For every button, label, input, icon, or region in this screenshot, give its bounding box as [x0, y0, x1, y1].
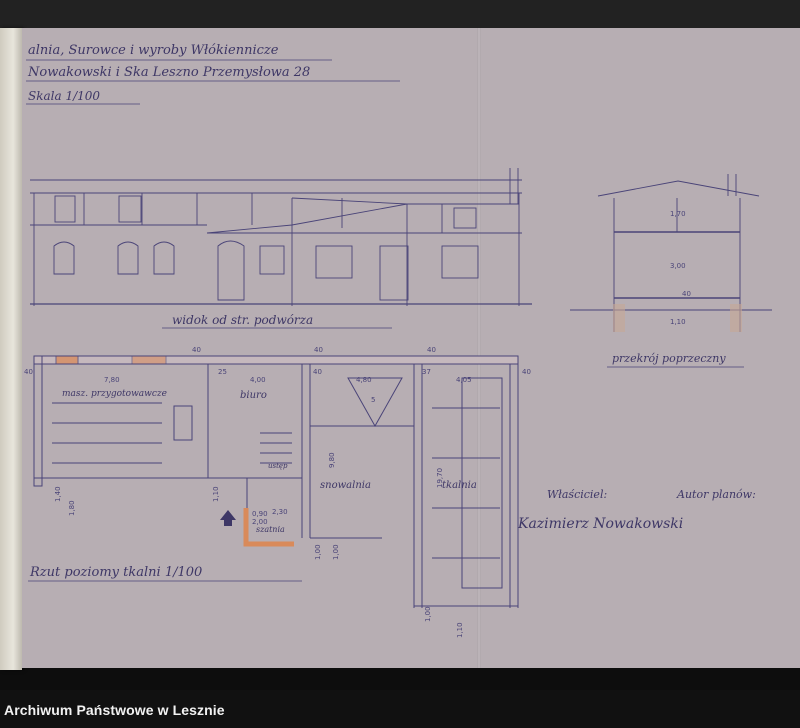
- dim-door-e: 1,00: [424, 606, 432, 622]
- dim-left-3: 1,10: [212, 486, 220, 502]
- floor-plan-drawing: [33, 355, 519, 608]
- room-label-weaving: tkalnia: [442, 480, 477, 491]
- header-line1: alnia, Surowce i wyroby Włókiennicze: [28, 43, 279, 58]
- section-title: przekrój poprzeczny: [612, 352, 726, 365]
- section-height-main: 3,00: [670, 262, 686, 270]
- owner-signature: Kazimierz Nowakowski: [517, 516, 683, 532]
- brick-wall-lavatory: [243, 508, 294, 547]
- room-label-reeling: snowalnia: [320, 480, 371, 491]
- dim-weaving-width: 4,05: [456, 376, 472, 384]
- room-label-lavatory: szatnia: [256, 525, 285, 534]
- dim-door-d: 1,00: [332, 544, 340, 560]
- plan-title: Rzut poziomy tkalni 1/100: [29, 565, 202, 580]
- author-label: Autor planów:: [676, 488, 756, 501]
- folder-edge: [0, 28, 22, 670]
- header-line2: Nowakowski i Ska Leszno Przemysłowa 28: [27, 65, 310, 80]
- drawing-canvas: alnia, Surowce i wyroby Włókiennicze Now…: [24, 43, 772, 638]
- dim-pier-2: 37: [422, 368, 431, 376]
- sheet-fold: [477, 28, 481, 668]
- dim-pier-1: 25: [218, 368, 227, 376]
- dim-wall-a: 40: [192, 346, 201, 354]
- dim-weaving-length: 19,70: [436, 468, 444, 488]
- room-label-prep: masz. przygotowawcze: [62, 389, 167, 399]
- dim-doors-b: 2,00: [252, 518, 268, 526]
- dim-left-1: 1,40: [54, 486, 62, 502]
- dim-wall-b: 40: [314, 346, 323, 354]
- dim-wall-f: 40: [522, 368, 531, 376]
- dim-stair-width: 2,30: [272, 508, 288, 516]
- elevation-title: widok od str. podwórza: [172, 313, 313, 327]
- section-floor-dim: 40: [682, 290, 691, 298]
- section-height-top: 1,70: [670, 210, 686, 218]
- dim-wall-d: 40: [24, 368, 33, 376]
- architectural-drawing-sheet: alnia, Surowce i wyroby Włókiennicze Now…: [22, 28, 800, 668]
- dim-reeling-length: 9,80: [328, 452, 336, 468]
- dim-door-c: 1,00: [314, 544, 322, 560]
- dim-doors-a: 0,90: [252, 510, 268, 518]
- entrance-arrow: [220, 510, 236, 526]
- header-scale: Skala 1/100: [28, 89, 100, 103]
- room-label-toilet: ustęp: [268, 462, 288, 470]
- footer-bar: [0, 690, 800, 728]
- dim-prep-width: 7,80: [104, 376, 120, 384]
- owner-label: Właściciel:: [547, 488, 607, 501]
- dim-wall-c: 40: [427, 346, 436, 354]
- room-label-office: biuro: [240, 390, 267, 401]
- dim-office-width: 4,00: [250, 376, 266, 384]
- dim-left-2: 1,80: [68, 500, 76, 516]
- room-number-v: 5: [371, 396, 375, 404]
- archive-watermark: Archiwum Państwowe w Lesznie: [4, 702, 225, 718]
- elevation-drawing: [30, 168, 532, 306]
- dim-reeling-width: 4,80: [356, 376, 372, 384]
- dim-wall-e: 40: [313, 368, 322, 376]
- section-foundation-dim: 1,10: [670, 318, 686, 326]
- dim-door-f: 1,10: [456, 622, 464, 638]
- top-background: [0, 0, 800, 28]
